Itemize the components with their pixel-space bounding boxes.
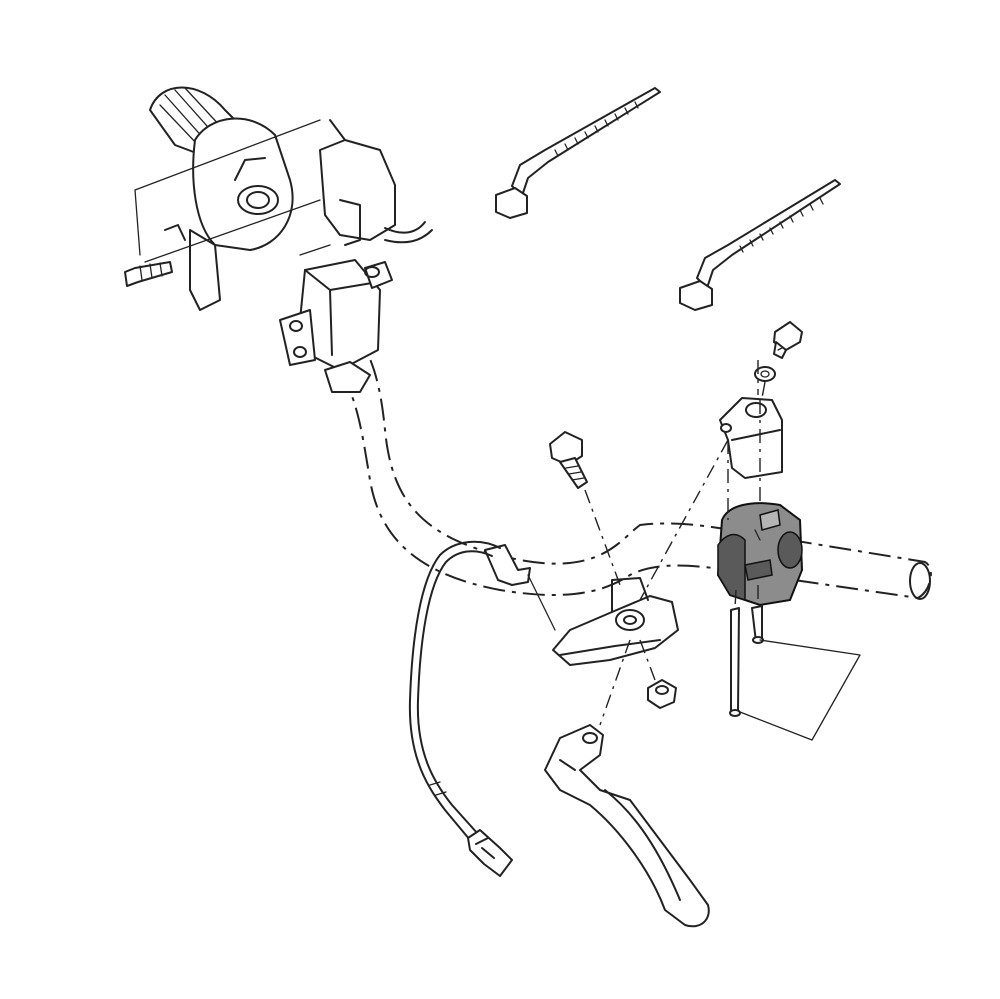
switch-screws (729, 605, 861, 741)
cable-tie (679, 179, 841, 311)
clamp-bolt (773, 321, 803, 359)
lever-bracket (484, 544, 679, 666)
cable-tie (495, 87, 661, 219)
master-cylinder (279, 259, 393, 393)
switch-housing (716, 502, 804, 607)
pivot-bolt (549, 431, 588, 489)
washer (754, 366, 776, 382)
switch-cable (408, 540, 501, 841)
connector (467, 829, 513, 877)
grip-housing (124, 86, 433, 311)
pivot-nut (647, 679, 677, 709)
handlebar (319, 298, 932, 600)
clamp-bracket (719, 397, 783, 479)
clutch-lever (544, 724, 710, 928)
